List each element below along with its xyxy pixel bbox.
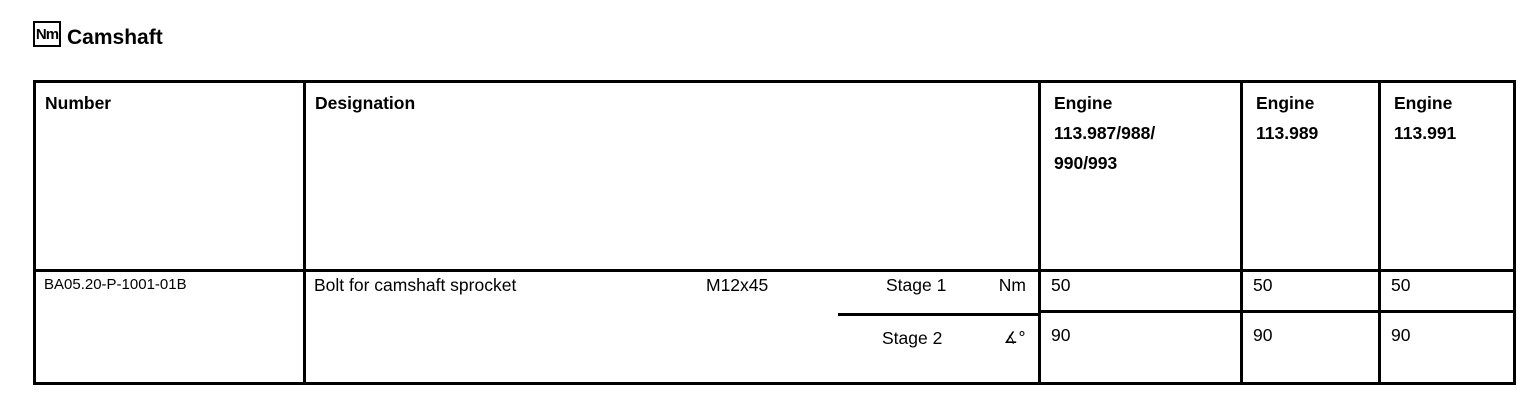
stage-block: Stage 1 Nm Stage 2 ∡° <box>838 272 1038 382</box>
torque-spec-table: Number Designation Engine 113.987/988/ 9… <box>33 80 1516 385</box>
designation-text: Bolt for camshaft sprocket <box>314 275 517 295</box>
stage-1-label: Stage 1 <box>886 275 947 295</box>
row-number-cell: BA05.20-P-1001-01B <box>36 272 306 382</box>
stage-1-row: Stage 1 Nm <box>838 272 1038 313</box>
col-header-engine-2: Engine 113.989 <box>1243 83 1381 272</box>
col-header-designation: Designation <box>306 83 1041 272</box>
engine-1-stage-1-value: 50 <box>1041 272 1240 313</box>
engine-2-stage-1-value: 50 <box>1243 272 1378 313</box>
stage-2-label: Stage 2 <box>882 328 943 348</box>
nm-torque-icon: Nm <box>33 21 61 47</box>
bolt-size-text: M12x45 <box>706 275 769 295</box>
engine-1-values-cell: 50 90 <box>1041 272 1243 382</box>
engine-3-stage-2-value: 90 <box>1391 325 1411 345</box>
row-designation-cell: Bolt for camshaft sprocket M12x45 Stage … <box>306 272 1041 382</box>
col-header-engine-3: Engine 113.991 <box>1381 83 1513 272</box>
engine-3-values-cell: 50 90 <box>1381 272 1513 382</box>
stage-1-unit: Nm <box>998 275 1026 295</box>
stage-2-angle-unit: ∡° <box>1003 328 1026 347</box>
col-header-number: Number <box>36 83 306 272</box>
nm-icon-label: Nm <box>35 25 59 43</box>
page-title: Camshaft <box>67 26 163 49</box>
engine-2-values-cell: 50 90 <box>1243 272 1381 382</box>
stage-2-row: Stage 2 ∡° <box>838 313 1038 349</box>
engine-3-stage-1-value: 50 <box>1381 272 1513 313</box>
engine-1-stage-2-value: 90 <box>1051 325 1071 345</box>
col-header-engine-1: Engine 113.987/988/ 990/993 <box>1041 83 1243 272</box>
engine-2-stage-2-value: 90 <box>1253 325 1273 345</box>
